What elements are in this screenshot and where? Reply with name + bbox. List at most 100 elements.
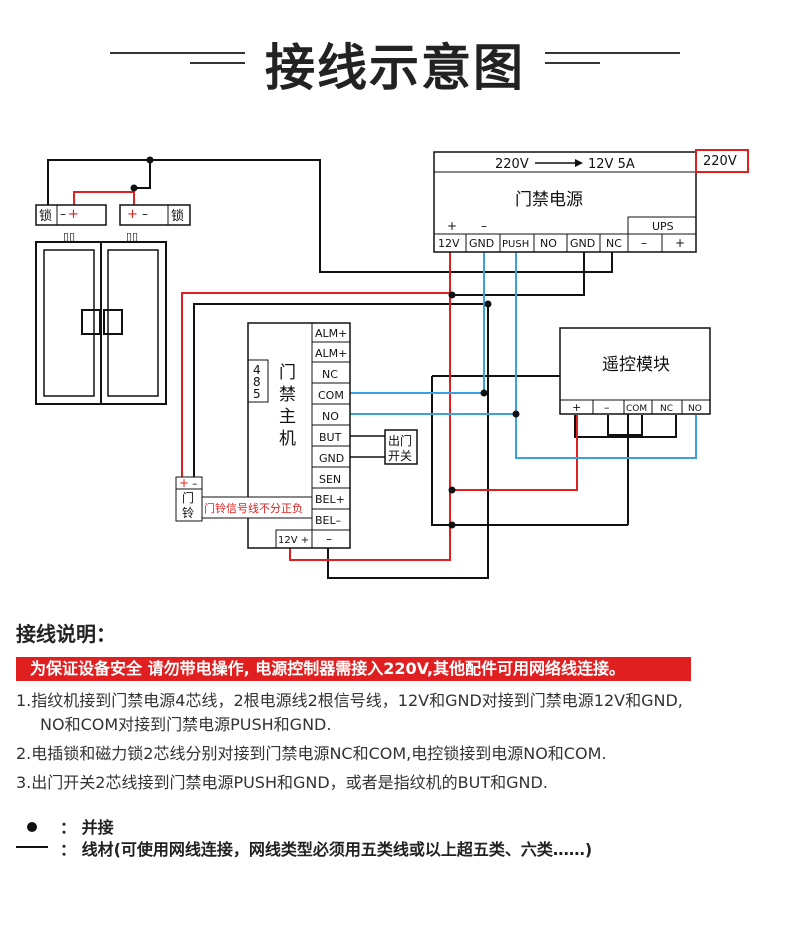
svg-text:5: 5 bbox=[253, 387, 261, 401]
lock-right-label: 锁 bbox=[171, 208, 184, 224]
wire-bell-plus bbox=[181, 292, 450, 478]
lock-left: 锁 – + ▯▯ bbox=[35, 204, 107, 243]
controller-terminal: GND bbox=[319, 452, 344, 465]
legend-junction-label: ： 并接 bbox=[60, 818, 114, 837]
psu-ups-plus: + bbox=[675, 236, 685, 250]
controller-terminal: BEL+ bbox=[315, 493, 345, 506]
wire-lock-plus bbox=[73, 191, 135, 207]
wire-line-icon bbox=[16, 846, 48, 848]
double-door bbox=[35, 241, 167, 405]
bell-note: 门铃信号线不分正负 bbox=[204, 501, 303, 515]
lock-left-minus: – bbox=[60, 207, 66, 221]
bell-line1: 门 bbox=[182, 490, 194, 505]
lock-right-icon: ▯▯ bbox=[126, 230, 138, 243]
junction-dot bbox=[480, 389, 488, 397]
controller-terminal: SEN bbox=[319, 473, 341, 486]
controller-gnd-minus: – bbox=[326, 532, 332, 546]
controller-terminal: NO bbox=[322, 410, 339, 423]
door-bell: + – 门 铃 门铃信号线不分正负 bbox=[175, 476, 313, 522]
wire-psu-12v bbox=[289, 252, 451, 561]
wire-remote-nc bbox=[574, 415, 677, 438]
psu-terminal-row: 12V GND PUSH NO GND NC – + bbox=[438, 234, 685, 252]
psu-terminal: GND bbox=[469, 237, 494, 250]
psu-terminal: 12V bbox=[438, 237, 460, 250]
wire-psu-gnd bbox=[350, 252, 485, 394]
exit-switch: 出门 开关 bbox=[350, 429, 418, 465]
mains-label: 220V bbox=[703, 154, 737, 169]
svg-text:8: 8 bbox=[253, 375, 261, 389]
wire-remote-com bbox=[607, 415, 643, 436]
lock-left-icon: ▯▯ bbox=[63, 230, 75, 243]
controller: 4 8 5 门 禁 主 机 ALM+ ALM+ NC COM NO BUT GN… bbox=[247, 322, 351, 549]
wire-lock-nc bbox=[47, 159, 613, 273]
note-item: NO和COM对接到门禁电源PUSH和GND. bbox=[40, 715, 332, 734]
bell-minus: – bbox=[192, 477, 198, 490]
controller-name-char: 门 bbox=[279, 363, 296, 383]
controller-terminal: ALM+ bbox=[315, 347, 347, 360]
title-rule-right-bottom bbox=[545, 62, 600, 64]
psu-terminal: NO bbox=[540, 237, 557, 250]
controller-name-char: 禁 bbox=[279, 385, 296, 405]
remote-name: 遥控模块 bbox=[602, 355, 670, 375]
controller-terminal: BEL– bbox=[315, 514, 341, 527]
controller-terminal: BUT bbox=[319, 431, 342, 444]
page-title: 接线示意图 bbox=[265, 39, 525, 97]
controller-12v: 12V + bbox=[278, 535, 309, 546]
controller-name-char: 机 bbox=[279, 429, 296, 449]
note-item: 2.电插锁和磁力锁2芯线分别对接到门禁电源NC和COM,电控锁接到电源NO和CO… bbox=[16, 744, 607, 763]
exit-switch-line2: 开关 bbox=[388, 449, 412, 463]
psu-ups: UPS bbox=[652, 220, 674, 233]
note-item: 3.出门开关2芯线接到门禁电源PUSH和GND，或者是指纹机的BUT和GND. bbox=[16, 773, 548, 792]
psu-terminal: GND bbox=[570, 237, 595, 250]
lock-right-minus: – bbox=[142, 207, 148, 221]
junction-dots bbox=[130, 156, 520, 529]
junction-dot bbox=[130, 184, 138, 192]
remote-terminal: COM bbox=[626, 404, 647, 414]
controller-name-char: 主 bbox=[279, 407, 296, 427]
wire-controller-gnd bbox=[452, 252, 585, 296]
wire-lock-gnd bbox=[133, 160, 151, 207]
junction-dot-icon bbox=[27, 822, 37, 832]
bell-plus: + bbox=[179, 476, 189, 490]
junction-dot bbox=[512, 410, 520, 418]
lock-right-plus: + bbox=[127, 207, 138, 222]
controller-485: 4 bbox=[253, 363, 261, 377]
notes-heading: 接线说明： bbox=[16, 622, 116, 646]
junction-dot bbox=[448, 521, 456, 529]
psu-voltage-in: 220V bbox=[495, 157, 529, 172]
title-rule-left-top bbox=[110, 52, 245, 54]
wire-remote-plus bbox=[450, 415, 578, 491]
remote-terminal: + bbox=[572, 401, 581, 414]
psu-minus: – bbox=[481, 219, 487, 233]
note-item: 1.指纹机接到门禁电源4芯线，2根电源线2根信号线，12V和GND对接到门禁电源… bbox=[16, 691, 683, 710]
legend-wire-label: ： 线材(可使用网线连接，网线类型必须用五类线或以上超五类、六类……) bbox=[60, 840, 593, 859]
junction-dot bbox=[146, 156, 154, 164]
lock-left-plus: + bbox=[68, 207, 79, 222]
psu-plus: + bbox=[447, 219, 457, 233]
exit-switch-line1: 出门 bbox=[388, 433, 412, 448]
psu-terminal: PUSH bbox=[502, 239, 529, 250]
controller-terminal: ALM+ bbox=[315, 327, 347, 340]
junction-dot bbox=[484, 300, 492, 308]
lock-left-label: 锁 bbox=[39, 208, 52, 224]
lock-right: + – 锁 ▯▯ bbox=[119, 204, 191, 243]
psu-terminal: NC bbox=[606, 237, 622, 250]
psu-ups-minus: – bbox=[641, 236, 647, 250]
junction-dot bbox=[448, 291, 456, 299]
power-supply: 220V 12V 5A 门禁电源 + – UPS 12V GND PUSH NO… bbox=[433, 149, 749, 253]
psu-name: 门禁电源 bbox=[515, 190, 583, 210]
remote-terminal: NC bbox=[660, 404, 673, 414]
title-rule-left-bottom bbox=[190, 62, 245, 64]
psu-voltage-out: 12V 5A bbox=[588, 157, 635, 172]
red-wires bbox=[73, 171, 748, 561]
junction-dot bbox=[448, 486, 456, 494]
remote-terminal: – bbox=[604, 401, 610, 414]
title-rule-right-top bbox=[545, 52, 680, 54]
controller-terminal: NC bbox=[322, 368, 338, 381]
remote-terminal: NO bbox=[688, 404, 702, 414]
safety-warning: 为保证设备安全 请勿带电操作, 电源控制器需接入220V,其他配件可用网络线连接… bbox=[16, 657, 691, 681]
controller-terminal: COM bbox=[318, 389, 344, 402]
wire-remote-no bbox=[515, 414, 697, 459]
remote-module: 遥控模块 + – COM NC NO bbox=[559, 327, 711, 415]
bell-line2: 铃 bbox=[182, 505, 194, 520]
